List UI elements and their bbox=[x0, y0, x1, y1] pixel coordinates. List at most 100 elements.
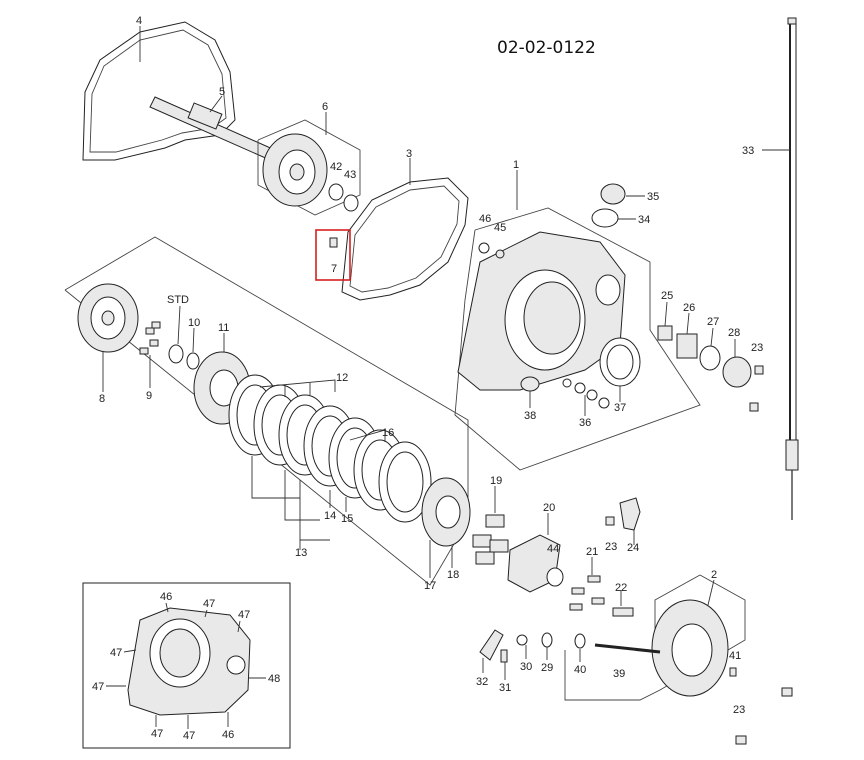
callout-34: 34 bbox=[638, 214, 650, 226]
spring-25 bbox=[657, 325, 673, 341]
callout-23b: 23 bbox=[605, 541, 617, 553]
callout-35: 35 bbox=[647, 191, 659, 203]
inset-callout-46a: 46 bbox=[160, 591, 172, 603]
filter-cap-28 bbox=[722, 356, 752, 388]
assembled-cover bbox=[127, 607, 251, 716]
inset-callout-47d: 47 bbox=[92, 681, 104, 693]
o-ring-34 bbox=[591, 208, 619, 228]
o-ring-36 bbox=[586, 389, 598, 401]
callout-std: STD bbox=[167, 294, 189, 306]
clutch-outer bbox=[77, 283, 139, 353]
callout-15: 15 bbox=[341, 513, 353, 525]
clutch-cable bbox=[785, 17, 799, 520]
callout-29: 29 bbox=[541, 662, 553, 674]
callout-6: 6 bbox=[322, 101, 328, 113]
collar bbox=[343, 194, 359, 212]
callout-23a: 23 bbox=[751, 342, 763, 354]
callout-33: 33 bbox=[742, 145, 754, 157]
callout-3: 3 bbox=[406, 148, 412, 160]
callout-28: 28 bbox=[728, 327, 740, 339]
callout-24: 24 bbox=[627, 542, 639, 554]
dowel-pin bbox=[329, 237, 338, 248]
bolt-23e bbox=[735, 735, 747, 745]
bolt-23d bbox=[781, 687, 793, 697]
callout-27: 27 bbox=[707, 316, 719, 328]
bolt-23c bbox=[605, 516, 615, 526]
inset-callout-46b: 46 bbox=[222, 729, 234, 741]
bolts-21 bbox=[569, 575, 605, 611]
callout-38: 38 bbox=[524, 410, 536, 422]
callout-16: 16 bbox=[382, 427, 394, 439]
callout-14: 14 bbox=[324, 510, 336, 522]
bolt-22 bbox=[612, 607, 634, 617]
crankcase-gasket bbox=[82, 21, 236, 161]
clutch-springs bbox=[472, 514, 509, 565]
callout-37: 37 bbox=[614, 402, 626, 414]
callout-23c: 23 bbox=[733, 704, 745, 716]
callout-32: 32 bbox=[476, 676, 488, 688]
screws-9 bbox=[139, 321, 161, 355]
callout-42: 42 bbox=[330, 161, 342, 173]
callout-25: 25 bbox=[661, 290, 673, 302]
bolt-31 bbox=[500, 649, 508, 663]
spacer-std bbox=[168, 344, 184, 364]
inset-callout-48: 48 bbox=[268, 673, 280, 685]
callout-40: 40 bbox=[574, 664, 586, 676]
callout-5: 5 bbox=[219, 86, 225, 98]
thrust-washer bbox=[328, 183, 344, 201]
clutch-cover-gasket bbox=[341, 177, 469, 301]
bolt-23a bbox=[754, 365, 764, 375]
callout-9: 9 bbox=[146, 390, 152, 402]
o-ring-46 bbox=[478, 242, 490, 254]
bearing-44 bbox=[546, 567, 564, 587]
callout-39: 39 bbox=[613, 668, 625, 680]
filler-cap bbox=[600, 183, 626, 205]
callout-10: 10 bbox=[188, 317, 200, 329]
clutch-plates bbox=[228, 374, 432, 523]
callout-26: 26 bbox=[683, 302, 695, 314]
callout-11: 11 bbox=[218, 322, 229, 334]
push-rod bbox=[594, 643, 661, 654]
washer-38 bbox=[520, 376, 540, 392]
diagram-code: 02-02-0122 bbox=[497, 38, 596, 58]
inset-callout-47f: 47 bbox=[183, 730, 195, 742]
callout-7: 7 bbox=[331, 263, 337, 275]
right-crankcase-cover bbox=[457, 231, 626, 391]
callout-19: 19 bbox=[490, 475, 502, 487]
callout-13: 13 bbox=[295, 547, 307, 559]
oil-seal-40 bbox=[574, 633, 586, 649]
washer-10 bbox=[186, 352, 200, 370]
highlight-box bbox=[315, 229, 351, 281]
callout-45: 45 bbox=[494, 222, 506, 234]
inset-callout-47e: 47 bbox=[151, 728, 163, 740]
plug-45 bbox=[495, 249, 505, 259]
lever-32 bbox=[479, 629, 504, 661]
callout-31: 31 bbox=[499, 682, 511, 694]
callout-12: 12 bbox=[336, 372, 348, 384]
callout-4: 4 bbox=[136, 15, 142, 27]
filter-26 bbox=[676, 333, 698, 359]
callout-20: 20 bbox=[543, 502, 555, 514]
callout-44: 44 bbox=[547, 543, 559, 555]
inset-callout-47a: 47 bbox=[203, 598, 215, 610]
clip-30 bbox=[516, 634, 528, 646]
callout-41: 41 bbox=[729, 650, 741, 662]
inset-callout-47b: 47 bbox=[238, 609, 250, 621]
callout-18: 18 bbox=[447, 569, 459, 581]
bolt-23b bbox=[749, 402, 759, 412]
callout-30: 30 bbox=[520, 661, 532, 673]
inset-callout-47c: 47 bbox=[110, 647, 122, 659]
washer-29 bbox=[541, 632, 553, 648]
callout-1: 1 bbox=[513, 159, 519, 171]
callout-2: 2 bbox=[711, 569, 717, 581]
callout-46: 46 bbox=[479, 213, 491, 225]
callout-22: 22 bbox=[615, 582, 627, 594]
o-ring-27 bbox=[699, 345, 721, 371]
callout-21: 21 bbox=[586, 546, 598, 558]
clutch-lever bbox=[619, 497, 641, 531]
callout-17: 17 bbox=[424, 580, 436, 592]
callout-43: 43 bbox=[344, 169, 356, 181]
callout-8: 8 bbox=[99, 393, 105, 405]
